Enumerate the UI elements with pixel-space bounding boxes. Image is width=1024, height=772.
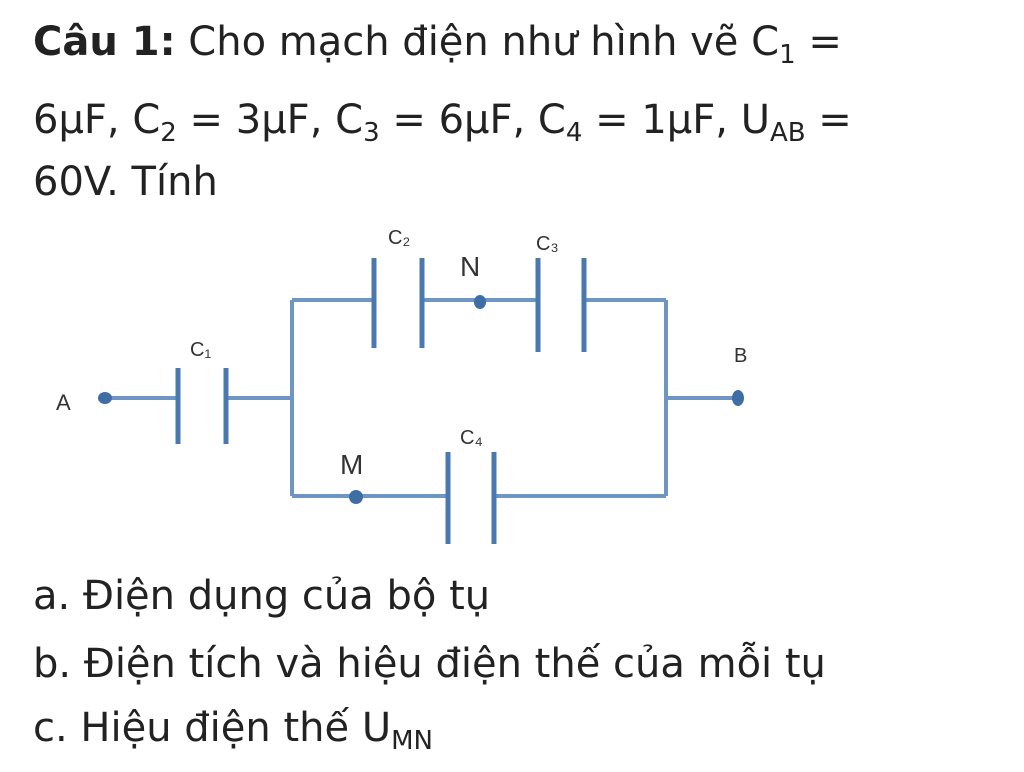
node-b-label: B bbox=[734, 345, 747, 367]
c1-symbol: C bbox=[751, 19, 780, 65]
capacitor-plates bbox=[175, 258, 587, 544]
question-c: c. Hiệu điện thế UMN bbox=[33, 704, 433, 754]
c4-subscript: 4 bbox=[565, 118, 583, 148]
problem-line-2: 6μF, C2 = 3μF, C3 = 6μF, C4 = 1μF, UAB = bbox=[33, 97, 852, 148]
node-n-dot bbox=[474, 295, 486, 309]
c1-value: 6μF bbox=[33, 97, 107, 143]
c2-value: 3μF bbox=[235, 97, 310, 143]
c1-diagram-label: C₁ bbox=[190, 339, 211, 361]
circuit-nodes bbox=[98, 295, 744, 504]
uab-symbol: U bbox=[740, 97, 770, 143]
tinh-label: Tính bbox=[131, 159, 218, 205]
umn-symbol: U bbox=[361, 705, 392, 751]
c1-subscript: 1 bbox=[779, 40, 796, 70]
c3-symbol: C bbox=[335, 97, 364, 143]
node-a-label: A bbox=[56, 390, 71, 415]
circuit-diagram: A B N M C₁ C₂ C₃ C₄ bbox=[56, 227, 747, 544]
c3-diagram-label: C₃ bbox=[536, 233, 559, 255]
c3-subscript: 3 bbox=[363, 118, 380, 148]
problem-intro: Cho mạch điện như hình vẽ bbox=[188, 19, 739, 65]
umn-subscript: MN bbox=[391, 726, 434, 756]
uab-value: 60V. bbox=[33, 159, 119, 205]
problem-line-1: Câu 1: Cho mạch điện như hình vẽ C1 = bbox=[33, 19, 842, 70]
node-m-dot bbox=[349, 490, 363, 504]
node-a-dot bbox=[98, 392, 112, 404]
node-n-label: N bbox=[460, 251, 480, 282]
node-b-dot bbox=[732, 390, 744, 406]
problem-number: Câu 1: bbox=[33, 19, 176, 65]
question-a: a. Điện dụng của bộ tụ bbox=[33, 573, 491, 619]
problem-line-3: 60V. Tính bbox=[33, 158, 218, 206]
c2-subscript: 2 bbox=[160, 118, 177, 148]
c2-symbol: C bbox=[132, 97, 161, 143]
c4-value: 1μF bbox=[641, 97, 716, 143]
c3-value: 6μF bbox=[438, 97, 513, 143]
c2-diagram-label: C₂ bbox=[388, 227, 410, 249]
question-c-text: c. Hiệu điện thế bbox=[33, 705, 350, 751]
node-m-label: M bbox=[340, 449, 363, 480]
c4-symbol: C bbox=[537, 97, 566, 143]
uab-subscript: AB bbox=[769, 118, 806, 148]
question-b: b. Điện tích và hiệu điện thế của mỗi tụ bbox=[33, 641, 826, 687]
c4-diagram-label: C₄ bbox=[460, 427, 483, 449]
